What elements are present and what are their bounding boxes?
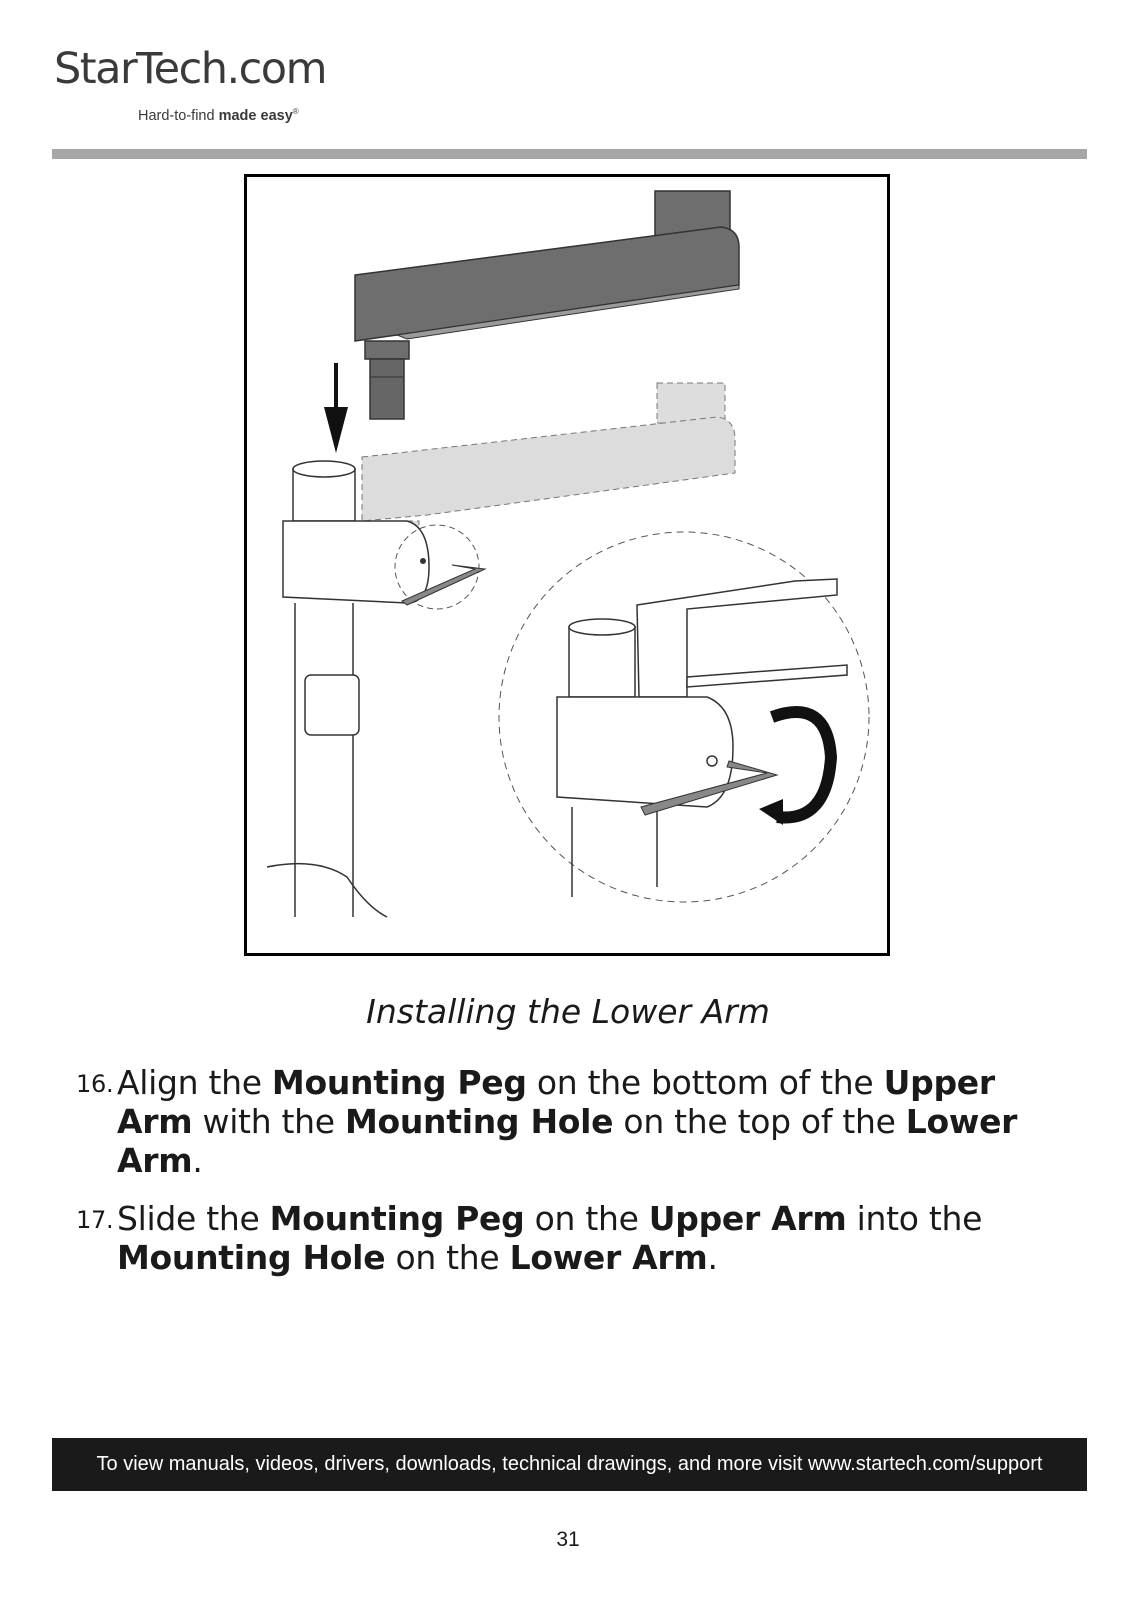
step-16: 16. Align the Mounting Peg on the bottom… [76,1063,1076,1180]
figure-caption: Installing the Lower Arm [366,992,770,1031]
step-term: Lower Arm [509,1238,708,1277]
installation-figure [244,174,890,956]
down-arrow-icon [324,363,348,453]
step-17: 17. Slide the Mounting Peg on the Upper … [76,1199,1076,1277]
step-text: Align the Mounting Peg on the bottom of … [117,1063,1017,1180]
arm-installation-illustration [266,190,870,918]
step-term: Mounting Peg [271,1063,527,1102]
step-text-part: into the [846,1199,983,1238]
step-term: Mounting Hole [344,1102,614,1141]
instruction-steps: 16. Align the Mounting Peg on the bottom… [76,1063,1076,1296]
step-text-part: . [707,1238,718,1277]
tagline-mark: ® [292,107,299,116]
step-text-part: with the [192,1102,345,1141]
step-text-part: . [192,1141,203,1180]
lower-arm-drawing [266,460,430,918]
step-text-part: on the top of the [613,1102,906,1141]
tagline-bold: made easy [218,107,293,124]
step-text-part: on the [524,1199,649,1238]
header-divider [52,149,1087,159]
step-number: 17. [76,1206,114,1234]
step-text-part: Align the [117,1063,272,1102]
ghost-arm-drawing [361,382,736,536]
detail-circle-drawing [498,531,870,903]
hex-key-drawing [394,524,487,610]
page-number: 31 [556,1528,580,1551]
step-text-part: Slide the [117,1199,270,1238]
step-text-part: on the bottom of the [526,1063,884,1102]
startech-logo: StarTech.com Hard-to-find made easy® [54,48,354,128]
step-term: Upper Arm [117,1063,995,1141]
step-term: Lower Arm [117,1102,1018,1180]
step-text: Slide the Mounting Peg on the Upper Arm … [117,1199,982,1277]
step-term: Mounting Peg [269,1199,525,1238]
logo-wordmark: StarTech.com [54,44,328,94]
logo-tagline: Hard-to-find made easy® [138,107,299,124]
step-term: Upper Arm [648,1199,847,1238]
step-term: Mounting Hole [117,1238,386,1277]
upper-arm-drawing [354,190,740,420]
step-text-part: on the [385,1238,510,1277]
support-footer-bar: To view manuals, videos, drivers, downlo… [52,1438,1087,1491]
step-number: 16. [76,1070,114,1098]
tagline-light: Hard-to-find [138,107,219,124]
support-text: To view manuals, videos, drivers, downlo… [96,1453,1043,1475]
